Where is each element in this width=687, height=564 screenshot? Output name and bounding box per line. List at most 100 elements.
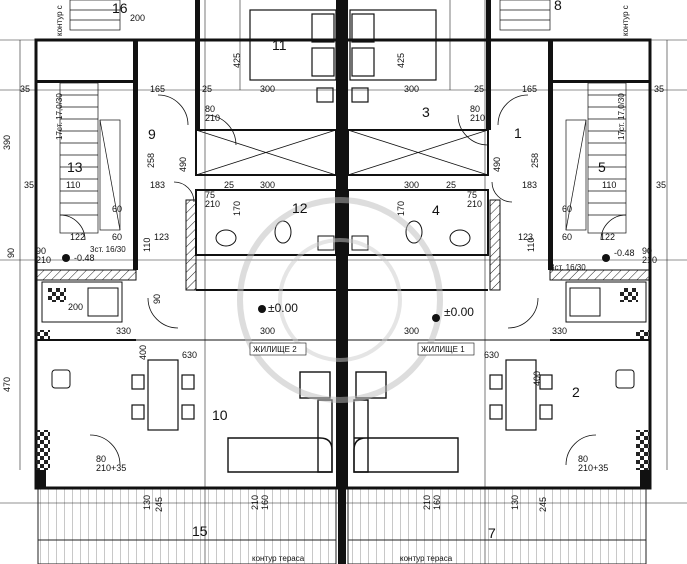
dim-258: 258 — [146, 153, 156, 168]
dim-170: 170 — [232, 201, 242, 216]
dim-258: 258 — [530, 153, 540, 168]
dining-tables — [131, 359, 553, 431]
dwelling-1-label: ЖИЛИЩЕ 1 — [421, 345, 465, 354]
dim-25: 25 — [202, 84, 212, 94]
room-numbers: 1 2 3 4 5 7 8 9 10 11 12 13 15 16 — [67, 0, 606, 541]
dim-300: 300 — [404, 326, 419, 336]
dim-183: 183 — [522, 180, 537, 190]
dim-35: 35 — [656, 180, 666, 190]
dim-60: 60 — [112, 204, 122, 214]
dim-35: 35 — [24, 180, 34, 190]
dim-110: 110 — [66, 180, 80, 190]
watermark — [237, 197, 443, 403]
dim-300: 300 — [260, 326, 275, 336]
labels: ЖИЛИЩЕ 2 ЖИЛИЩЕ 1 контур тераса контур т… — [55, 5, 630, 563]
dim-170: 170 — [396, 201, 406, 216]
dim-25: 25 — [474, 84, 484, 94]
contour-label: контур с — [55, 5, 64, 36]
dim-425: 425 — [396, 53, 406, 68]
dim-630: 630 — [182, 350, 197, 360]
dim-110: 110 — [526, 238, 536, 252]
dim-490: 490 — [178, 157, 188, 172]
dim-122: 122 — [600, 232, 615, 242]
room-15: 15 — [192, 523, 208, 539]
dim-490: 490 — [492, 157, 502, 172]
stairs — [59, 0, 627, 234]
room-10: 10 — [212, 407, 228, 423]
beds — [249, 9, 437, 103]
step-note: 3ст. 16/30 — [550, 263, 586, 272]
dwelling-2-label: ЖИЛИЩЕ 2 — [253, 345, 297, 354]
dim-200: 200 — [68, 302, 83, 312]
room-4: 4 — [432, 202, 440, 218]
contour-label: контур с — [621, 5, 630, 36]
dim-60: 60 — [562, 204, 572, 214]
dim-330: 330 — [116, 326, 131, 336]
dim-90: 90 — [152, 294, 162, 304]
dim-630: 630 — [484, 350, 499, 360]
dim-470: 470 — [2, 377, 12, 392]
room-13: 13 — [67, 159, 83, 175]
dim-123: 123 — [154, 232, 169, 242]
dim-110: 110 — [602, 180, 616, 190]
dim-160: 160 — [260, 495, 270, 510]
room-7: 7 — [488, 525, 496, 541]
dim-400: 400 — [532, 371, 542, 386]
dim-400: 400 — [138, 345, 148, 360]
dim-300: 300 — [260, 180, 275, 190]
level-minus-048: -0.48 — [74, 253, 95, 263]
room-9: 9 — [148, 126, 156, 142]
stair-note: 17ст. 17,0/30 — [55, 93, 64, 140]
dim-245: 245 — [154, 497, 164, 512]
dim-300: 300 — [404, 180, 419, 190]
dim-210: 210 — [250, 495, 260, 510]
room-5: 5 — [598, 159, 606, 175]
dim-130: 130 — [510, 495, 520, 510]
dim-130: 130 — [142, 495, 152, 510]
level-markers — [62, 254, 610, 322]
dim-165: 165 — [522, 84, 537, 94]
dim-122: 122 — [70, 232, 85, 242]
dim-300: 300 — [260, 84, 275, 94]
dim-123: 123 — [518, 232, 533, 242]
dim-300: 300 — [404, 84, 419, 94]
dim-245: 245 — [538, 497, 548, 512]
level-texts: -0.48 -0.48 ±0.00 ±0.00 — [74, 248, 635, 319]
level-zero: ±0.00 — [268, 301, 298, 315]
dim-160: 160 — [432, 495, 442, 510]
dim-60: 60 — [562, 232, 572, 242]
room-11: 11 — [272, 37, 287, 53]
sanitary-fixtures — [51, 220, 635, 389]
room-1: 1 — [514, 125, 522, 141]
dim-25: 25 — [224, 180, 234, 190]
step-note: 3ст. 16/30 — [90, 245, 126, 254]
dim-330: 330 — [552, 326, 567, 336]
dim-210: 210 — [422, 495, 432, 510]
level-zero: ±0.00 — [444, 305, 474, 319]
dim-25: 25 — [446, 180, 456, 190]
room-3: 3 — [422, 104, 430, 120]
room-8: 8 — [554, 0, 562, 13]
room-2: 2 — [572, 384, 580, 400]
dim-35: 35 — [654, 84, 664, 94]
dim-90: 90 — [6, 248, 16, 258]
dim-165: 165 — [150, 84, 165, 94]
terrace-hatch — [37, 487, 647, 564]
dim-390: 390 — [2, 135, 12, 150]
walls — [34, 0, 652, 564]
terrace-contour-label: контур тераса — [400, 554, 453, 563]
dim-183: 183 — [150, 180, 165, 190]
dim-110: 110 — [142, 238, 152, 252]
stair-note: 17ст. 17,0/30 — [617, 93, 626, 140]
dim-60: 60 — [112, 232, 122, 242]
dim-200: 200 — [130, 13, 145, 23]
